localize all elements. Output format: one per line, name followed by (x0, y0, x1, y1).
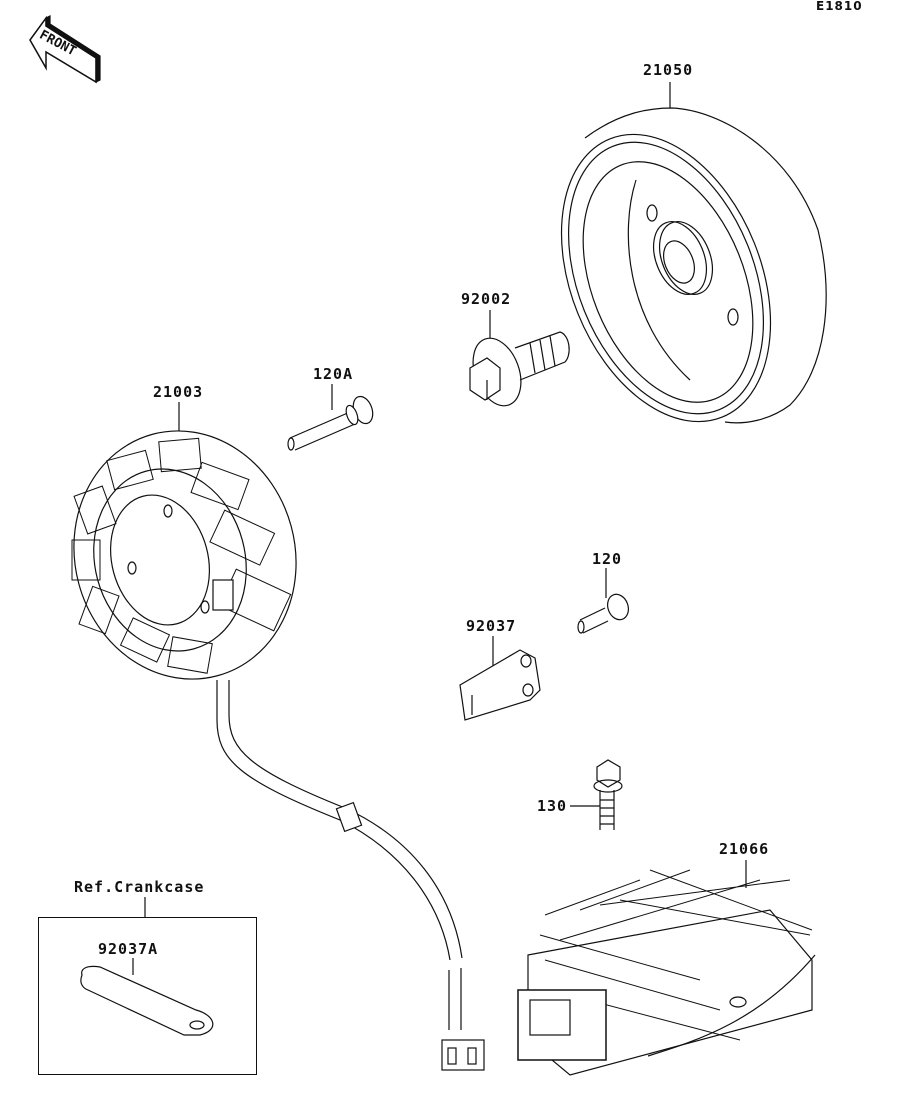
flange-bolt-small-icon (570, 759, 623, 830)
wire-harness-icon (216, 680, 485, 1071)
diagram-code: E1810 (816, 0, 863, 13)
part-number-21066[interactable]: 21066 (719, 840, 770, 858)
clamp-strap-icon (80, 897, 214, 1036)
part-number-130[interactable]: 130 (537, 797, 568, 815)
flywheel-rotor-icon (560, 82, 827, 424)
regulator-rectifier-icon (517, 860, 816, 1076)
front-arrow-icon (29, 15, 101, 84)
reference-box (38, 917, 257, 1075)
part-number-92037[interactable]: 92037 (466, 617, 517, 635)
reference-label: Ref.Crankcase (74, 878, 205, 896)
part-number-21050[interactable]: 21050 (643, 61, 694, 79)
clamp-bracket-icon (459, 636, 541, 721)
stator-coil-icon (71, 402, 297, 680)
part-number-120A[interactable]: 120A (313, 365, 354, 383)
part-number-120[interactable]: 120 (592, 550, 623, 568)
part-number-21003[interactable]: 21003 (153, 383, 204, 401)
socket-bolt-short-icon (577, 568, 629, 634)
part-number-92002[interactable]: 92002 (461, 290, 512, 308)
flange-bolt-icon (469, 310, 570, 407)
part-number-92037A[interactable]: 92037A (98, 940, 159, 958)
socket-bolt-icon (287, 384, 374, 451)
